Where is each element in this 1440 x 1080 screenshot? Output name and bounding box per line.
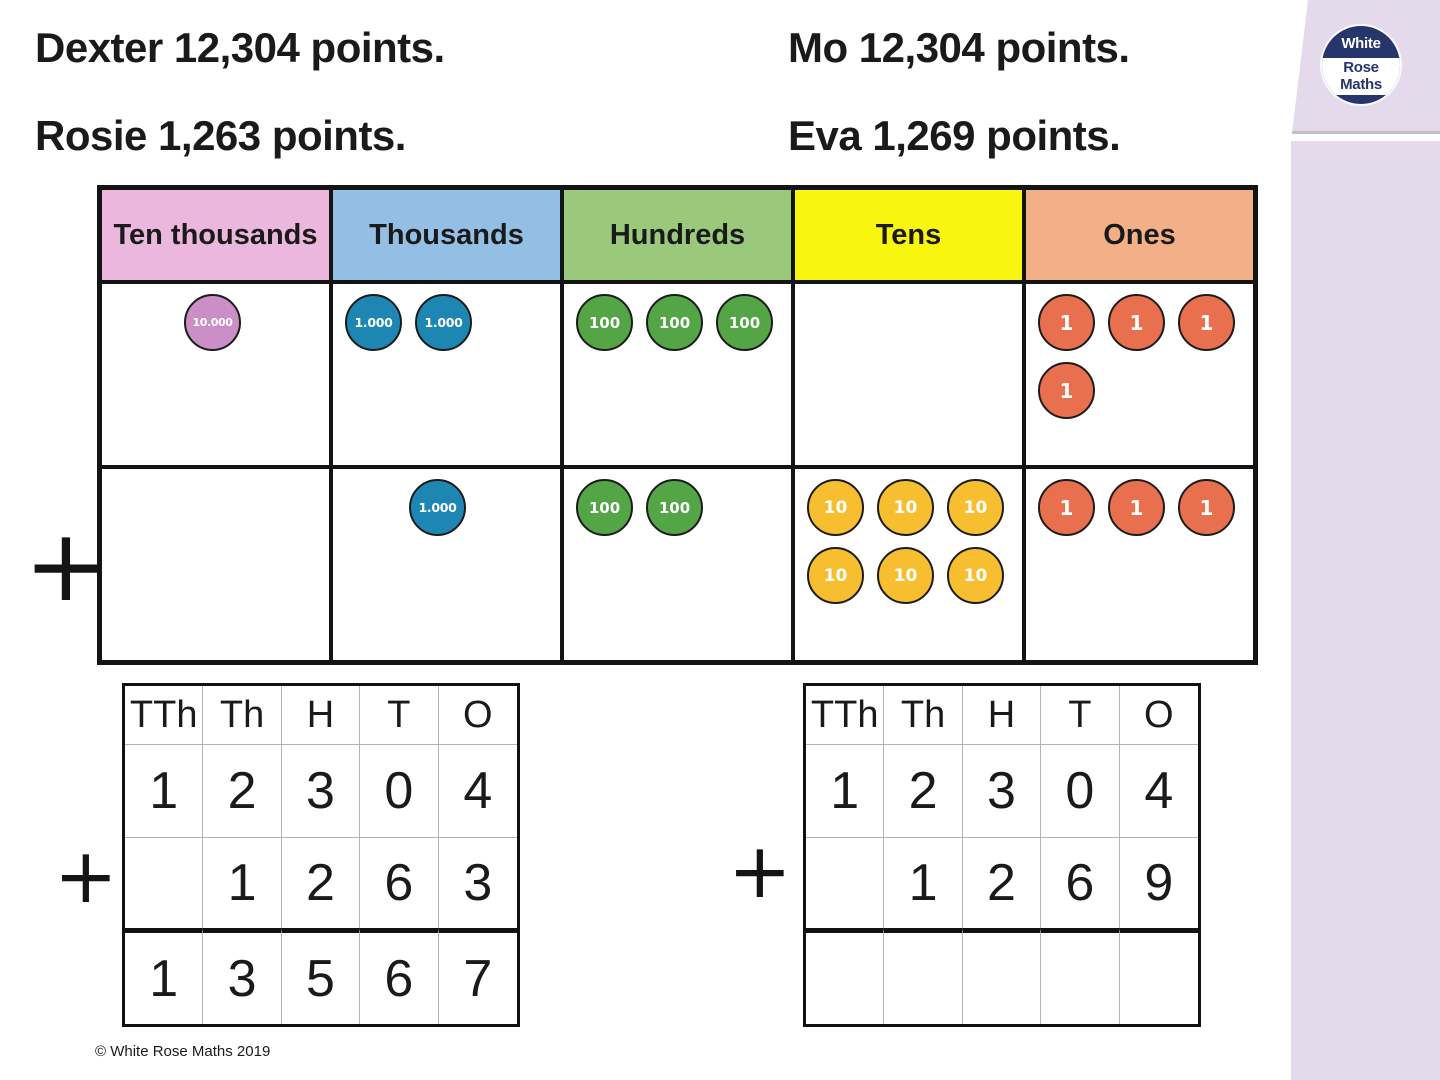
counter-100: 100 — [716, 294, 773, 351]
addend2-tth-digit — [806, 838, 885, 928]
score-text-eva: Eva 1,269 points. — [788, 112, 1121, 159]
counter-1: 1 — [1108, 294, 1165, 351]
col-header-th: Th — [203, 686, 282, 745]
answer-h-digit: 5 — [281, 928, 361, 1024]
pv-header-ten-thousands: Ten thousands — [100, 188, 331, 282]
col-header-t: T — [360, 686, 439, 745]
addend1-h-digit: 3 — [962, 745, 1042, 838]
counter-1: 1 — [1038, 294, 1095, 351]
copyright-text: © White Rose Maths 2019 — [95, 1043, 271, 1060]
addend1-t-digit: 0 — [1041, 745, 1120, 838]
score-text-dexter: Dexter 12,304 points. — [35, 24, 445, 71]
answer-o-digit — [1119, 928, 1198, 1024]
col-header-h: H — [962, 686, 1042, 745]
addend1-tth-digit: 1 — [806, 745, 885, 838]
logo-text-rose: Rose — [1343, 59, 1379, 76]
right-table-plus-sign: + — [728, 826, 792, 915]
counter-1: 1 — [1178, 479, 1235, 536]
left-table-plus-sign: + — [54, 831, 118, 920]
purple-band — [1291, 141, 1440, 1080]
pv-cell-row-12304-tens — [793, 282, 1024, 467]
pv-cell-row-1263-thousands: 1.000 — [331, 467, 562, 662]
addend2-t-digit: 6 — [1041, 838, 1120, 928]
answer-tth-digit: 1 — [125, 928, 204, 1024]
counter-1: 1 — [1108, 479, 1165, 536]
answer-t-digit — [1041, 928, 1120, 1024]
logo-white-band — [1322, 57, 1400, 95]
score-text-rosie: Rosie 1,263 points. — [35, 112, 406, 159]
answer-h-digit — [962, 928, 1042, 1024]
white-rose-maths-logo: White Rose Maths — [1322, 26, 1400, 104]
counter-1: 1 — [1038, 362, 1095, 419]
counter-10: 10 — [807, 479, 864, 536]
addend2-o-digit: 9 — [1144, 854, 1174, 912]
pv-header-thousands: Thousands — [331, 188, 562, 282]
addend2-t-digit: 6 — [360, 838, 439, 928]
pv-cell-row-12304-ten-thousands: 10.000 — [100, 282, 331, 467]
col-header-o: O — [1119, 686, 1198, 745]
col-header-o: O — [438, 686, 517, 745]
addend2-h-digit: 2 — [282, 838, 361, 928]
counter-1: 1 — [1038, 479, 1095, 536]
counter-10: 10 — [877, 479, 934, 536]
col-header-tth: TTh — [125, 686, 204, 745]
counter-100: 100 — [646, 479, 703, 536]
col-header-tth: TTh — [806, 686, 885, 745]
addend2-h-digit: 2 — [963, 838, 1042, 928]
counter-10-000: 10.000 — [184, 294, 241, 351]
addend1-o-digit: 4 — [1119, 745, 1198, 838]
pv-header-ones: Ones — [1024, 188, 1255, 282]
counter-1-000: 1.000 — [409, 479, 466, 536]
pv-header-hundreds: Hundreds — [562, 188, 793, 282]
counter-100: 100 — [646, 294, 703, 351]
counter-1-000: 1.000 — [415, 294, 472, 351]
addend2-th-digit: 1 — [884, 838, 963, 928]
addend1-tth-digit: 1 — [125, 745, 204, 838]
col-header-t: T — [1041, 686, 1120, 745]
purple-band-shadow — [1292, 131, 1440, 134]
pv-cell-row-1263-ten-thousands — [100, 467, 331, 662]
counter-10: 10 — [807, 547, 864, 604]
addend1-o-digit: 4 — [438, 745, 517, 838]
answer-th-digit — [884, 928, 963, 1024]
col-header-th: Th — [884, 686, 963, 745]
logo-text-white: White — [1341, 35, 1381, 52]
counter-10: 10 — [947, 479, 1004, 536]
counter-1: 1 — [1178, 294, 1235, 351]
counter-1-000: 1.000 — [345, 294, 402, 351]
counter-100: 100 — [576, 479, 633, 536]
answer-t-digit: 6 — [360, 928, 439, 1024]
logo-text-maths: Maths — [1340, 76, 1382, 93]
counter-10: 10 — [877, 547, 934, 604]
addend1-t-digit: 0 — [360, 745, 439, 838]
counter-100: 100 — [576, 294, 633, 351]
score-text-mo: Mo 12,304 points. — [788, 24, 1130, 71]
answer-o-digit: 7 — [438, 928, 517, 1024]
col-header-h: H — [281, 686, 361, 745]
answer-th-digit: 3 — [203, 928, 282, 1024]
chart-plus-sign: + — [24, 507, 108, 624]
addend1-th-digit: 2 — [884, 745, 963, 838]
addend2-tth-digit — [125, 838, 204, 928]
addend1-th-digit: 2 — [203, 745, 282, 838]
answer-tth-digit — [806, 928, 885, 1024]
addend2-th-digit: 1 — [203, 838, 282, 928]
addend2-o-digit: 3 — [463, 854, 493, 912]
counter-10: 10 — [947, 547, 1004, 604]
addend1-h-digit: 3 — [281, 745, 361, 838]
pv-header-tens: Tens — [793, 188, 1024, 282]
